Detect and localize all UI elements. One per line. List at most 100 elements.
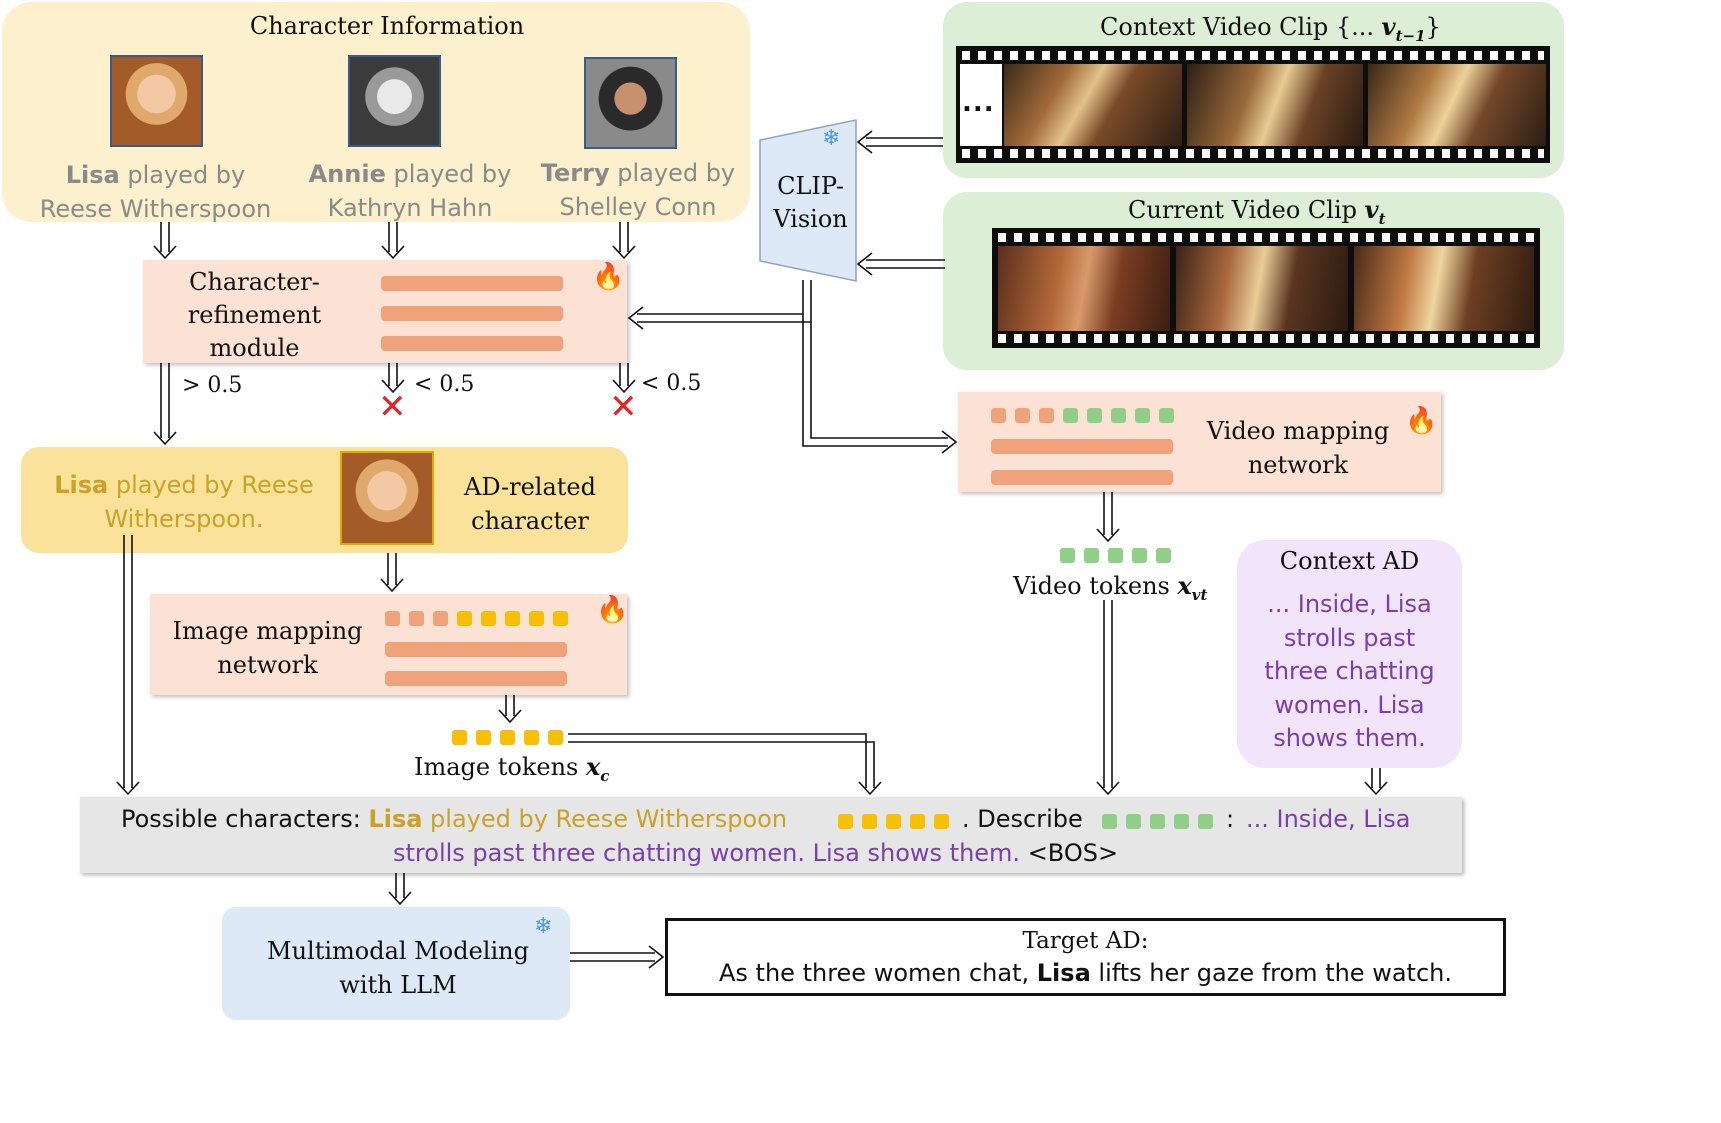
arrow-context-ad-to-prompt [1364,768,1388,796]
video-mapping-bar-2 [991,470,1173,485]
image-mapping-token [481,611,496,626]
prompt-video-token [1102,814,1117,829]
lisa-photo [110,55,203,147]
character-annie-actor: Kathryn Hahn [327,194,493,222]
character-terry-caption: Terry played by Shelley Conn [528,156,748,224]
image-mapping-label: Image mapping network [172,617,363,679]
arrow-ad-photo-to-image-mapping [380,553,404,593]
current-frame-1 [998,246,1170,331]
prompt-image-token [862,814,877,829]
context-frame-3 [1368,64,1546,146]
character-info-title: Character Information [249,12,525,40]
target-ad-text: As the three women chat, Lisa lifts her … [719,959,1452,987]
arrow-clip-to-refinement [627,280,812,330]
refinement-bar-3 [381,336,563,351]
arrow-llm-to-target [570,945,665,969]
arrow-context-clip-to-clip [856,130,943,154]
image-mapping-bar-2 [385,671,567,686]
fire-icon: 🔥 [596,595,629,625]
target-ad-box [665,918,1506,996]
video-mapping-label: Video mapping network [1206,417,1390,479]
character-lisa-played-by: played by [119,161,246,189]
arrow-annie-to-refinement [381,222,405,260]
video-mapping-token [1135,408,1150,423]
arrow-video-tokens-to-prompt [1096,600,1120,796]
ad-related-rest: played by Reese [108,471,314,499]
film-sprocket-top [998,233,1534,242]
character-terry-actor: Shelley Conn [559,193,717,221]
prompt-video-token [1174,814,1189,829]
context-film-strip: ... [956,46,1550,163]
image-mapping-token [553,611,568,626]
image-tokens-label: Image tokens xc [414,752,610,785]
video-tokens-label: Video tokens xvt [1013,571,1208,604]
arrow-prompt-to-llm [388,873,412,906]
arrow-clip-to-video-mapping [802,314,958,454]
video-token [1132,548,1147,563]
refinement-bar-1 [381,276,563,291]
prompt-image-token [838,814,853,829]
context-clip-title: Context Video Clip {... vt−1} [1100,12,1441,45]
video-token [1108,548,1123,563]
character-lisa-name: Lisa [65,161,120,189]
video-mapping-token [991,408,1006,423]
context-ad-title: Context AD [1279,547,1420,575]
prompt-line-2: strolls past three chatting women. Lisa … [393,839,1119,867]
ad-related-text: Lisa played by Reese Witherspoon. [54,471,314,533]
video-token [1084,548,1099,563]
video-mapping-token [1015,408,1030,423]
prompt-context-line-1: ... Inside, Lisa [1246,805,1411,833]
video-mapping-token [1063,408,1078,423]
image-mapping-token [529,611,544,626]
arrow-refinement-annie-reject [381,363,405,394]
character-annie-name: Annie [308,160,386,188]
prompt-image-token [910,814,925,829]
fire-icon: 🔥 [592,262,625,292]
image-token [452,730,467,745]
prompt-video-token [1150,814,1165,829]
context-frame-1 [1004,64,1182,146]
character-terry-played-by: played by [609,159,736,187]
image-token [500,730,515,745]
video-token [1060,548,1075,563]
video-mapping-token [1087,408,1102,423]
image-mapping-token [457,611,472,626]
prompt-box [80,797,1462,873]
video-mapping-token [1159,408,1174,423]
ad-related-panel [21,447,628,553]
image-mapping-bar-1 [385,642,567,657]
context-ellipsis: ... [962,88,995,118]
film-sprocket-bottom [962,149,1544,158]
prompt-line-1: Possible characters: Lisa played by Rees… [121,805,788,833]
ad-related-photo [340,451,434,545]
character-annie-played-by: played by [385,160,512,188]
image-mapping-token [433,611,448,626]
video-mapping-token [1039,408,1054,423]
fire-icon: 🔥 [1405,406,1438,436]
current-clip-title: Current Video Clip vt [1128,195,1386,228]
target-ad-title: Target AD: [1022,928,1149,954]
prompt-image-token [934,814,949,829]
image-token [476,730,491,745]
annie-photo [348,55,441,147]
arrow-current-clip-to-clip [856,252,945,276]
current-film-strip [992,228,1540,348]
image-mapping-token [409,611,424,626]
refinement-label: Character- refinement module [187,268,322,362]
prompt-colon: : [1226,805,1235,833]
film-sprocket-top [962,51,1544,60]
context-ad-text: ... Inside, Lisa strolls past three chat… [1264,590,1435,752]
current-frame-3 [1354,246,1534,331]
snowflake-icon: ❄ [822,126,841,151]
image-mapping-token [505,611,520,626]
film-sprocket-bottom [998,334,1534,343]
character-lisa-actor: Reese Witherspoon [39,195,272,223]
prompt-video-token [1198,814,1213,829]
refinement-bar-2 [381,306,563,321]
image-token [548,730,563,745]
threshold-lt-terry: < 0.5 [641,371,702,396]
arrow-image-tokens-to-prompt [568,733,882,796]
threshold-lt-annie: < 0.5 [414,372,475,397]
clip-vision-block [759,119,857,282]
